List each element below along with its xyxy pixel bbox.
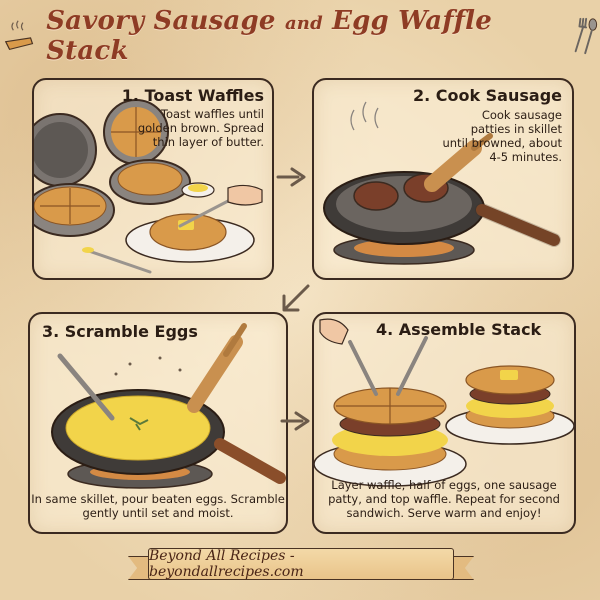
step-title: 3. Scramble Eggs bbox=[42, 322, 198, 341]
header: Savory Sausage and Egg Waffle Stack bbox=[0, 6, 600, 66]
step-1-panel: 1. Toast Waffles Toast waffles until gol… bbox=[32, 78, 274, 280]
skillet-sausage-illustration bbox=[323, 101, 561, 265]
arrow-down-left-icon bbox=[282, 284, 310, 312]
footer-banner: Beyond All Recipes - beyondallrecipes.co… bbox=[148, 548, 454, 580]
footer-link[interactable]: Beyond All Recipes - beyondallrecipes.co… bbox=[149, 548, 304, 580]
arrow-right-icon bbox=[280, 411, 310, 431]
step-title: 4. Assemble Stack bbox=[376, 320, 542, 339]
step-2-panel: 2. Cook Sausage Cook sausage patties in … bbox=[312, 78, 574, 280]
steaming-waffle-icon bbox=[4, 20, 34, 51]
step-description: Toast waffles until golden brown. Spread… bbox=[137, 107, 264, 149]
step-description: Cook sausage patties in skillet until br… bbox=[442, 108, 562, 164]
title-part1: Savory Sausage bbox=[46, 6, 276, 36]
fork-spoon-icon bbox=[574, 17, 597, 55]
step-description: In same skillet, pour beaten eggs. Scram… bbox=[31, 492, 285, 520]
step-4-panel: 4. Assemble Stack Layer waffle, half of … bbox=[312, 312, 576, 534]
arrow-right-icon bbox=[276, 167, 306, 187]
step-description: Layer waffle, half of eggs, one sausage … bbox=[328, 478, 560, 520]
assembled-stacks-illustration bbox=[314, 318, 574, 487]
page-title: Savory Sausage and Egg Waffle Stack bbox=[46, 6, 559, 66]
waffle-irons-illustration bbox=[34, 99, 263, 274]
scrambled-eggs-illustration bbox=[51, 323, 286, 489]
title-part2: Egg Waffle Stack bbox=[46, 6, 492, 66]
title-joiner: and bbox=[284, 13, 323, 34]
step-3-panel: 3. Scramble Eggs In same skillet, pour b… bbox=[28, 312, 288, 534]
step-title: 1. Toast Waffles bbox=[121, 86, 264, 105]
step-title: 2. Cook Sausage bbox=[412, 86, 562, 105]
